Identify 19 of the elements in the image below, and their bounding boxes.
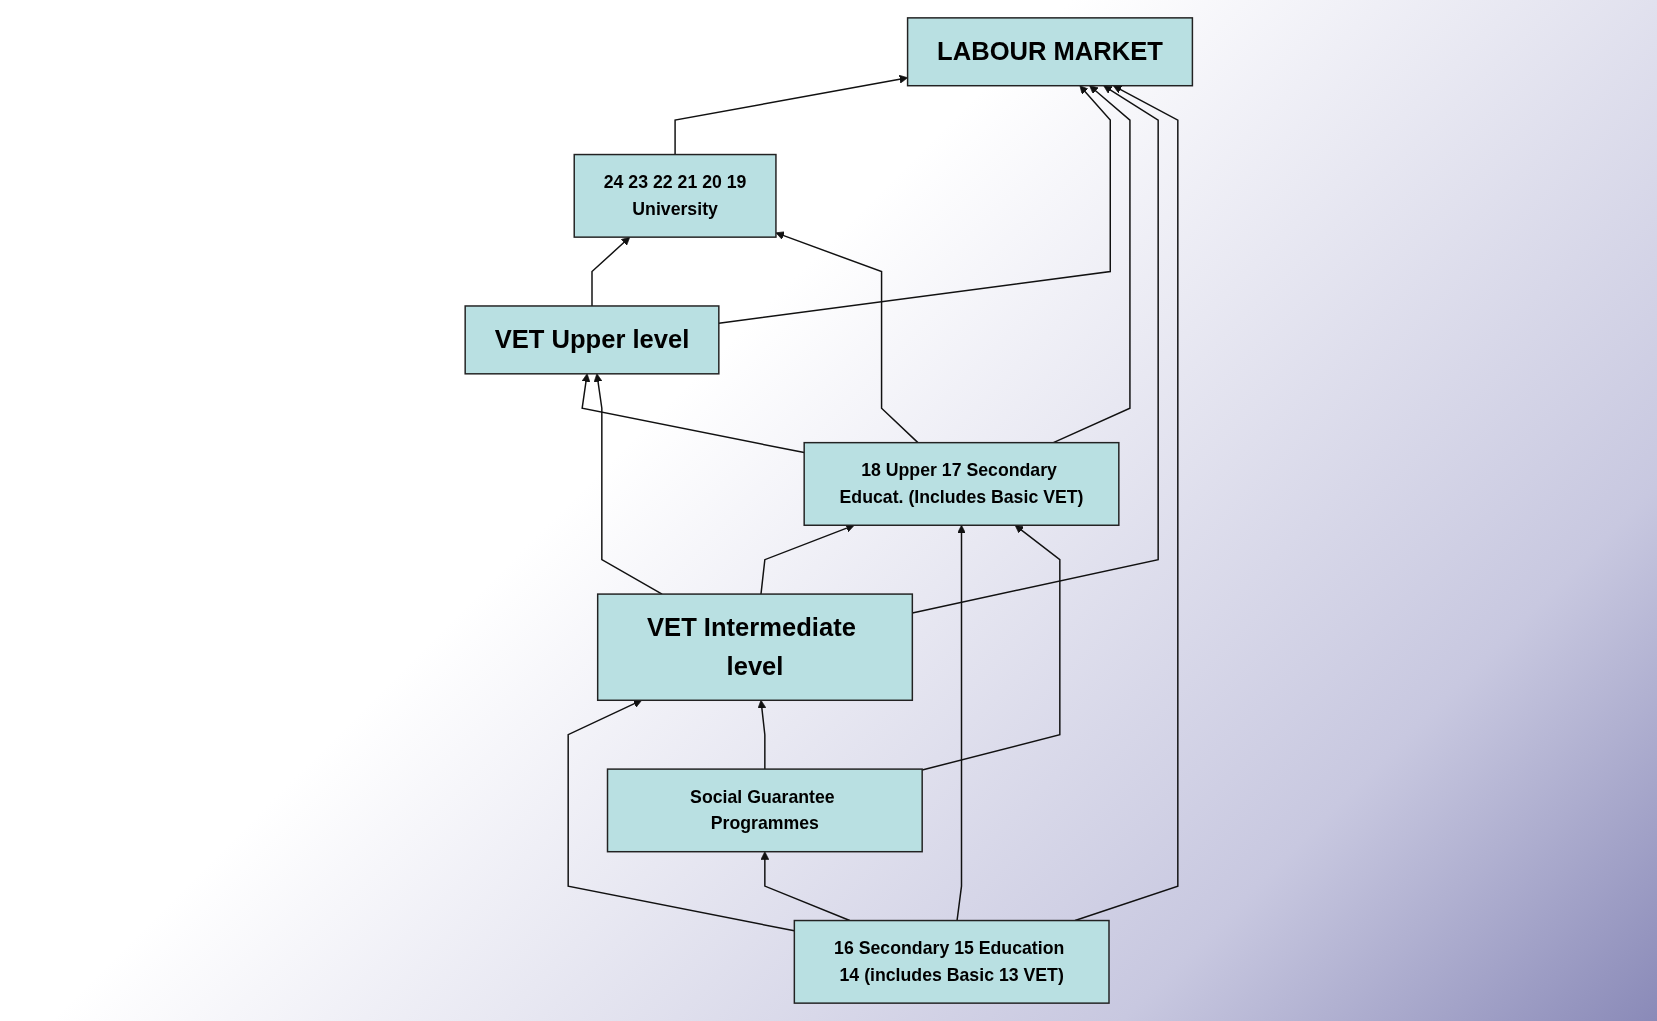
- node-box: 18 Upper 17 Secondary Educat. (Includes Basic VET): [803, 441, 1120, 526]
- arrow: [567, 699, 795, 932]
- arrow: [593, 373, 663, 595]
- arrow: [590, 236, 630, 307]
- arrow: [921, 524, 1061, 771]
- arrow: [757, 699, 766, 770]
- node-box: 16 Secondary 15 Education 14 (includes Basic 13 VET): [793, 919, 1110, 1004]
- node-box: LABOUR MARKET: [906, 17, 1193, 87]
- arrow: [956, 524, 966, 922]
- arrow: [1074, 85, 1179, 922]
- node-box: VET Upper level: [464, 305, 720, 375]
- node-box: Social Guarantee Programmes: [606, 768, 923, 853]
- node-box: 24 23 22 21 20 19 University: [573, 153, 777, 238]
- arrow: [674, 74, 908, 156]
- arrow: [775, 231, 919, 444]
- node-box: VET Intermediate level: [596, 593, 913, 701]
- arrow: [759, 524, 855, 595]
- arrow: [1052, 85, 1131, 444]
- arrow: [760, 851, 851, 922]
